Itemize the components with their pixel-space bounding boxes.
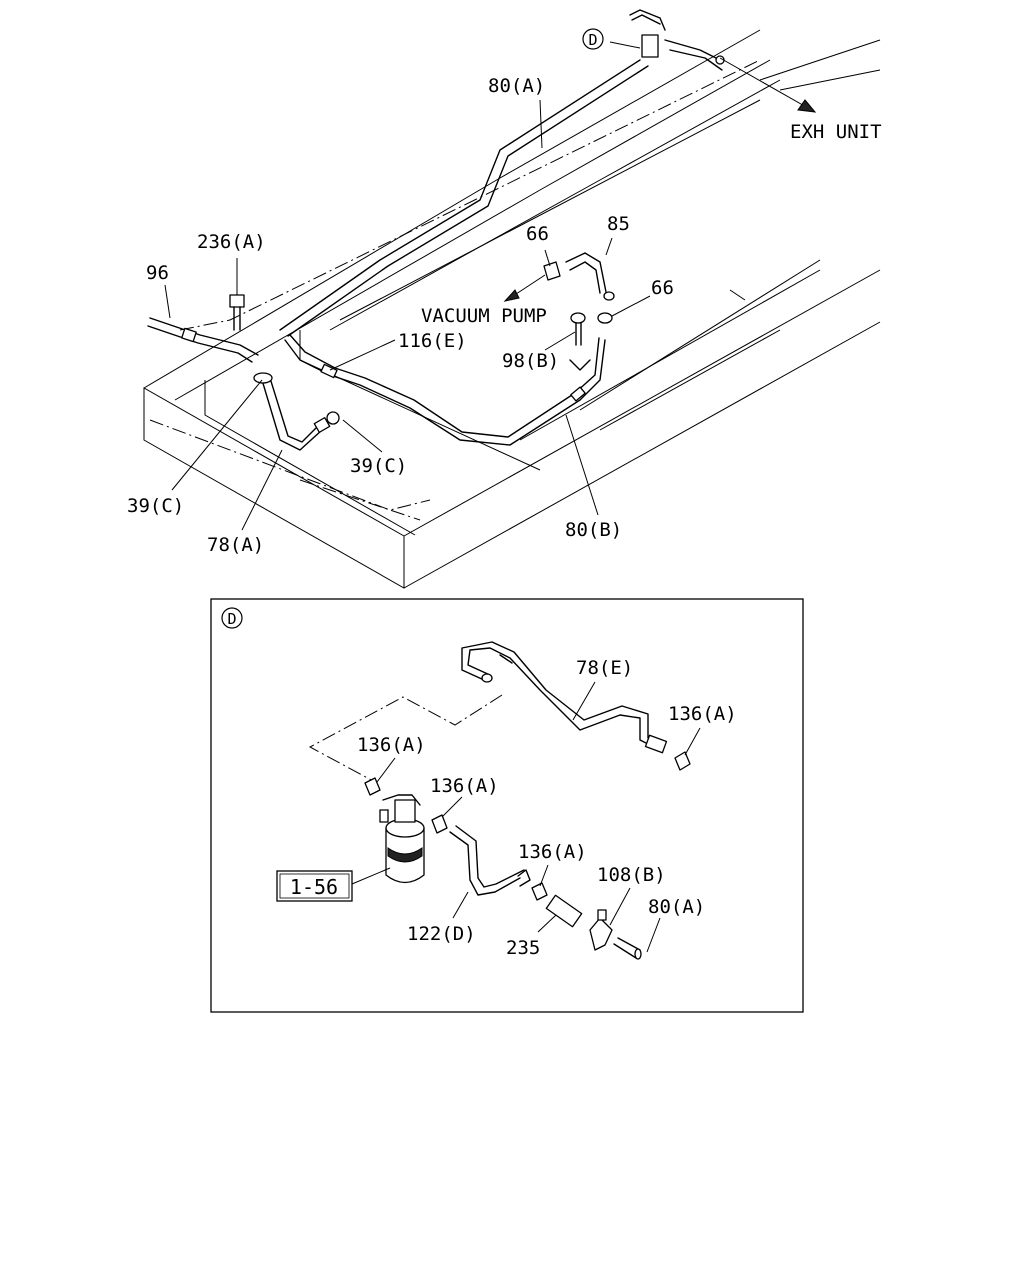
label-136a-2: 136(A): [357, 734, 426, 756]
label-exh-unit: EXH UNIT: [790, 121, 882, 143]
ref-box-label: 1-56: [290, 875, 338, 899]
label-235: 235: [506, 937, 540, 959]
filter-1-56: [379, 794, 425, 884]
callout-d-top-letter: D: [588, 31, 597, 49]
bracket-108b: [589, 909, 613, 951]
label-136a-3: 136(A): [430, 775, 499, 797]
label-122d: 122(D): [407, 923, 476, 945]
frame-outline: [143, 29, 881, 589]
label-78a: 78(A): [207, 534, 264, 556]
pipe-80b: [284, 334, 606, 446]
hose-96: [147, 317, 259, 363]
leader-lines: [164, 41, 651, 531]
callout-d-top: D: [582, 28, 604, 50]
callout-d-panel-letter: D: [227, 610, 236, 628]
label-108b: 108(B): [597, 864, 666, 886]
label-136a-4: 136(A): [518, 841, 587, 863]
bolt-236a: [229, 294, 245, 331]
clamps-136a: [364, 751, 691, 901]
label-80a-top: 80(A): [488, 75, 545, 97]
sleeve-235: [545, 894, 583, 928]
label-39c-right: 39(C): [350, 455, 407, 477]
hose-122d: [449, 825, 531, 896]
bolt-98b: [569, 312, 591, 371]
label-96: 96: [146, 262, 169, 284]
detail-d-component: [629, 9, 725, 65]
label-vacuum-pump: VACUUM PUMP: [421, 305, 547, 327]
label-78e: 78(E): [576, 657, 633, 679]
label-80a-detail: 80(A): [648, 896, 705, 918]
callout-d-panel: D: [221, 607, 243, 629]
hose-78a: [253, 372, 331, 451]
label-66-right: 66: [651, 277, 674, 299]
hose-78e: [461, 641, 668, 754]
hose-85: [565, 252, 615, 301]
exh-unit-arrow: [719, 57, 817, 113]
label-236a: 236(A): [197, 231, 266, 253]
label-136a-1: 136(A): [668, 703, 737, 725]
clamp-39c: [326, 411, 340, 425]
label-116e: 116(E): [398, 330, 467, 352]
ref-box-1-56[interactable]: 1-56: [276, 870, 353, 902]
label-98b: 98(B): [502, 350, 559, 372]
label-39c-left: 39(C): [127, 495, 184, 517]
label-66-left: 66: [526, 223, 549, 245]
detail-d-panel: D: [210, 598, 804, 1013]
vacuum-pump-arrow: [503, 274, 546, 302]
label-85: 85: [607, 213, 630, 235]
detail-leader-lines: [351, 681, 701, 953]
clamps-66: [543, 261, 613, 324]
pipe-80a-end: [613, 937, 642, 960]
pipe-80a: [279, 39, 723, 337]
label-80b: 80(B): [565, 519, 622, 541]
detail-pointer-outline: [308, 694, 503, 783]
assembly-view: D EXH UNIT VACUUM PUMP 80(A) 236(A) 96 6…: [127, 9, 882, 589]
